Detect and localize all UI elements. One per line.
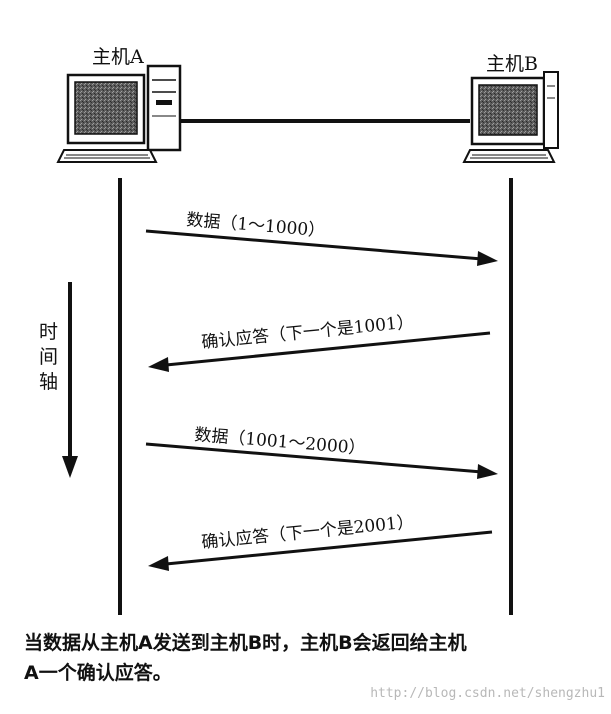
message-arrow: 数据（1001～2000） <box>145 425 498 479</box>
time-axis-char: 间 <box>39 346 58 368</box>
caption-line: 当数据从主机A发送到主机B时，主机B会返回给主机 <box>24 632 467 654</box>
message-label: 确认应答（下一个是1001） <box>201 312 415 353</box>
host-a-label: 主机A <box>92 46 144 68</box>
message-arrow: 确认应答（下一个是1001） <box>148 312 491 372</box>
arrowhead-icon <box>477 464 498 479</box>
arrowhead-icon <box>148 357 169 372</box>
sequence-diagram: 主机A 主机B 时 间 轴 <box>39 46 559 615</box>
message-arrow: 确认应答（下一个是2001） <box>148 512 493 571</box>
watermark: http://blog.csdn.net/shengzhu1 <box>370 686 605 701</box>
time-axis: 时 间 轴 <box>39 282 78 478</box>
time-axis-char: 轴 <box>39 371 58 393</box>
desktop-computer-icon <box>56 64 182 163</box>
host-b-label: 主机B <box>486 53 538 75</box>
time-axis-char: 时 <box>39 321 58 343</box>
message-arrow: 数据（1～1000） <box>145 210 498 266</box>
caption: 当数据从主机A发送到主机B时，主机B会返回给主机 A一个确认应答。 <box>24 628 594 688</box>
desktop-computer-icon <box>462 71 559 163</box>
message-label: 确认应答（下一个是2001） <box>201 512 415 553</box>
caption-line: A一个确认应答。 <box>24 662 172 684</box>
down-arrow-icon <box>62 456 78 478</box>
arrowhead-icon <box>148 556 169 571</box>
arrowhead-icon <box>477 251 498 266</box>
